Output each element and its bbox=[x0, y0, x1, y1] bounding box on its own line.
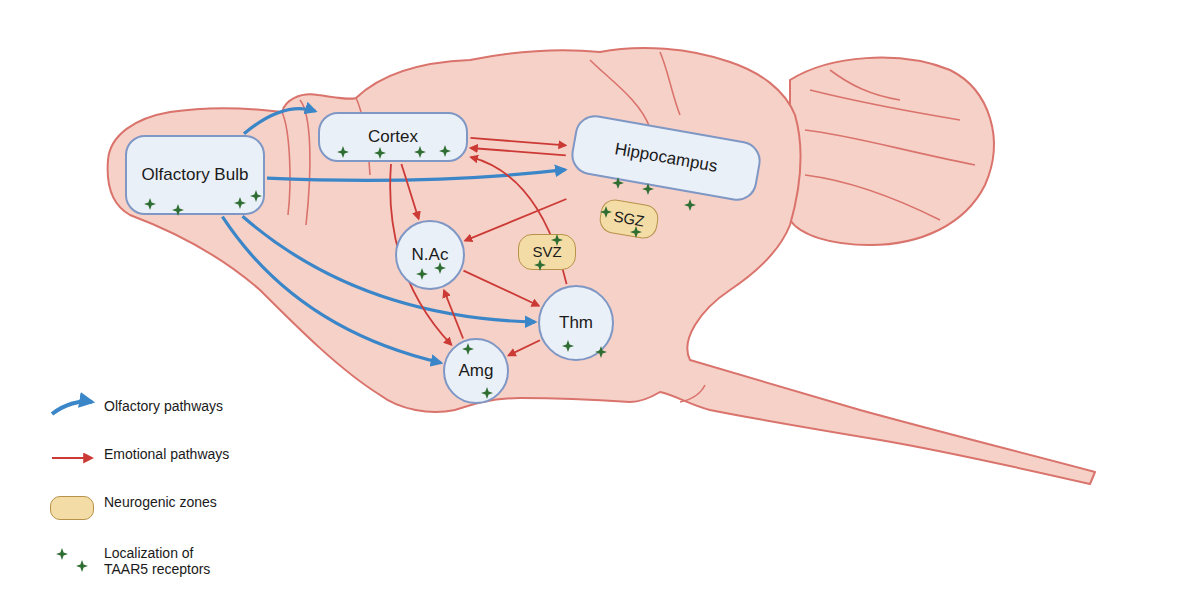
emotional-pathway bbox=[401, 164, 418, 219]
legend-text: Localization of TAAR5 receptors bbox=[104, 545, 234, 577]
region-label: SGZ bbox=[612, 207, 646, 230]
neurogenic-zone: SGZ bbox=[597, 197, 660, 241]
region-label: Olfactory Bulb bbox=[142, 165, 249, 185]
brain-region-box: Olfactory Bulb bbox=[125, 135, 265, 215]
legend-olfactory-sample bbox=[52, 402, 92, 415]
emotional-pathway bbox=[464, 271, 539, 306]
legend-emotional-sample bbox=[52, 457, 92, 459]
taar5-marker bbox=[551, 234, 563, 246]
legend-swatch bbox=[50, 496, 94, 520]
taar5-marker bbox=[562, 340, 574, 352]
region-label: Cortex bbox=[368, 127, 418, 147]
legend-text: Olfactory pathways bbox=[104, 398, 234, 414]
taar5-marker bbox=[439, 145, 451, 157]
taar5-marker bbox=[684, 199, 696, 211]
emotional-pathway bbox=[444, 290, 463, 338]
taar5-marker bbox=[642, 183, 654, 195]
taar5-marker bbox=[434, 262, 446, 274]
cerebellum bbox=[790, 58, 994, 245]
taar5-marker bbox=[76, 560, 88, 572]
brain-region-box: Hippocampus bbox=[568, 112, 764, 204]
brain-region-circle: N.Ac bbox=[395, 220, 465, 290]
olfactory-pathway bbox=[244, 109, 315, 134]
region-label: Thm bbox=[559, 313, 593, 333]
brain-region-box: Cortex bbox=[318, 112, 468, 162]
legend-text: Emotional pathways bbox=[104, 446, 234, 462]
taar5-marker bbox=[630, 226, 642, 238]
taar5-marker bbox=[600, 206, 612, 218]
emotional-pathway bbox=[471, 148, 566, 155]
neurogenic-zone: SVZ bbox=[518, 234, 576, 270]
taar5-marker bbox=[414, 146, 426, 158]
taar5-marker bbox=[234, 197, 246, 209]
taar5-marker bbox=[595, 346, 607, 358]
brain-outline bbox=[108, 48, 1095, 484]
taar5-marker bbox=[481, 387, 493, 399]
taar5-marker bbox=[416, 268, 428, 280]
region-label: N.Ac bbox=[412, 245, 449, 265]
brain-region-circle: Thm bbox=[538, 285, 614, 361]
taar5-marker bbox=[56, 548, 68, 560]
taar5-marker bbox=[172, 204, 184, 216]
region-label: Hippocampus bbox=[613, 139, 719, 177]
region-label: SVZ bbox=[532, 243, 561, 261]
taar5-marker bbox=[144, 198, 156, 210]
brain-region-circle: Amg bbox=[443, 338, 509, 404]
taar5-marker bbox=[250, 190, 262, 202]
taar5-marker bbox=[462, 343, 474, 355]
region-label: Amg bbox=[459, 361, 494, 381]
taar5-marker bbox=[337, 146, 349, 158]
olfactory-pathway bbox=[267, 170, 565, 181]
emotional-pathway bbox=[470, 138, 565, 145]
taar5-marker bbox=[374, 147, 386, 159]
emotional-pathway bbox=[509, 340, 540, 355]
olfactory-pathway bbox=[243, 216, 536, 322]
taar5-marker bbox=[612, 177, 624, 189]
taar5-marker bbox=[534, 259, 546, 271]
legend-text: Neurogenic zones bbox=[104, 494, 234, 510]
